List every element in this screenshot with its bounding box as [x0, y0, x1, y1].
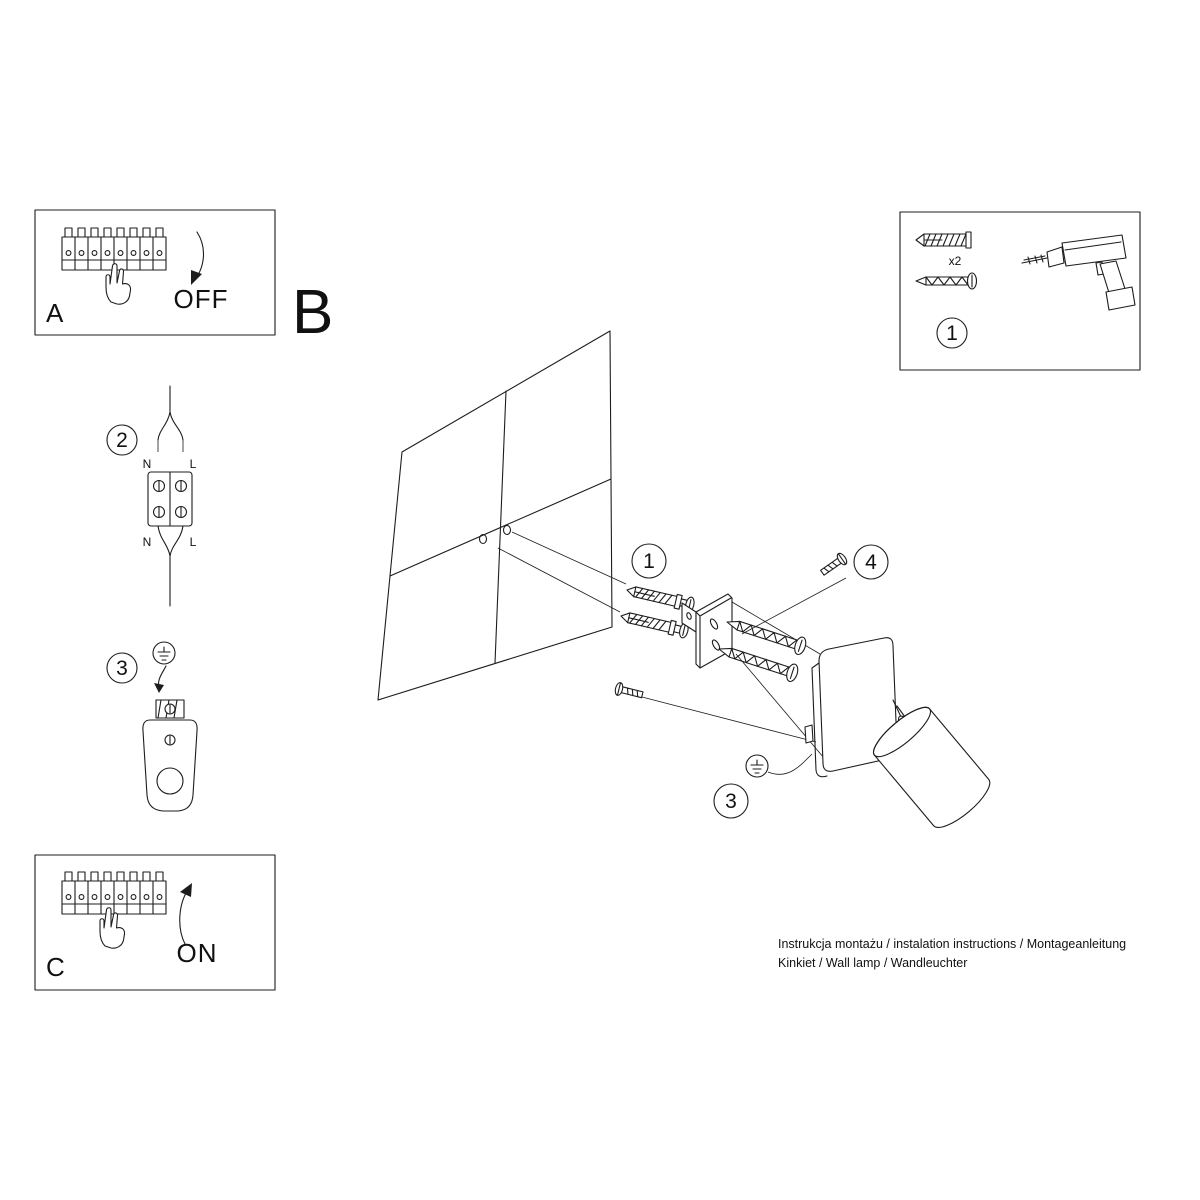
callout-circle-3-left — [106, 652, 138, 684]
hardware-group: 1 4 — [613, 543, 889, 702]
parts-box: x2 1 — [899, 211, 1141, 371]
svg-text:4: 4 — [865, 551, 877, 574]
lamp-shade — [872, 706, 991, 828]
neutral-label-top: N — [143, 457, 152, 471]
wall-hole — [478, 533, 488, 545]
lamp-switch — [804, 724, 814, 744]
cable-bottom — [157, 525, 184, 607]
assembly-guide-lines — [497, 531, 847, 759]
callout-circle-1-parts — [936, 317, 968, 349]
drill-figure — [1021, 234, 1136, 311]
panel-c-label: C — [46, 952, 65, 982]
panel-a-label: A — [46, 298, 64, 328]
on-label: ON — [177, 938, 218, 968]
quantity-label: x2 — [949, 254, 962, 268]
screw-figure — [915, 272, 978, 290]
footer-line-2: Kinkiet / Wall lamp / Wandleuchter — [778, 956, 967, 970]
wall-plug-figure — [915, 231, 972, 249]
parts-step-number: 1 — [946, 322, 958, 345]
svg-text:3: 3 — [725, 790, 737, 813]
callout-circle-4 — [853, 544, 889, 580]
live-label-top: L — [190, 457, 197, 471]
section-b-label: B — [292, 278, 333, 347]
fixing-screw-figure — [818, 551, 850, 579]
terminal-block-figure — [147, 471, 193, 527]
neutral-label-bottom: N — [143, 535, 152, 549]
lamp-holder-figure — [142, 699, 198, 812]
svg-text:1: 1 — [643, 550, 655, 573]
live-label-bottom: L — [190, 535, 197, 549]
step-2-wiring: 2 N L N L — [106, 385, 197, 607]
callout-circle-1 — [631, 543, 667, 579]
panel-a-border — [34, 209, 276, 336]
ground-symbol-icon — [745, 754, 769, 778]
off-label: OFF — [174, 284, 229, 314]
panel-c: ON C — [34, 854, 276, 991]
wall-anchor-figure — [618, 608, 690, 640]
cable-top — [157, 385, 184, 441]
fixing-screw-figure — [613, 681, 645, 702]
parts-box-border — [899, 211, 1141, 371]
footer: Instrukcja montażu / instalation instruc… — [778, 937, 1126, 970]
svg-text:3: 3 — [116, 657, 128, 680]
panel-c-border — [34, 854, 276, 991]
svg-text:2: 2 — [116, 429, 128, 452]
footer-line-1: Instrukcja montażu / instalation instruc… — [778, 937, 1126, 951]
step-3-ground: 3 — [106, 641, 198, 812]
wall-figure — [377, 330, 613, 701]
ground-wire — [767, 753, 813, 775]
wall-hole — [502, 524, 512, 536]
callout-circle-3 — [713, 783, 749, 819]
panel-a: OFF A — [34, 209, 276, 336]
callout-circle-2 — [106, 424, 138, 456]
wall-lamp-figure: 3 — [713, 637, 991, 828]
ground-symbol-icon — [152, 641, 176, 665]
